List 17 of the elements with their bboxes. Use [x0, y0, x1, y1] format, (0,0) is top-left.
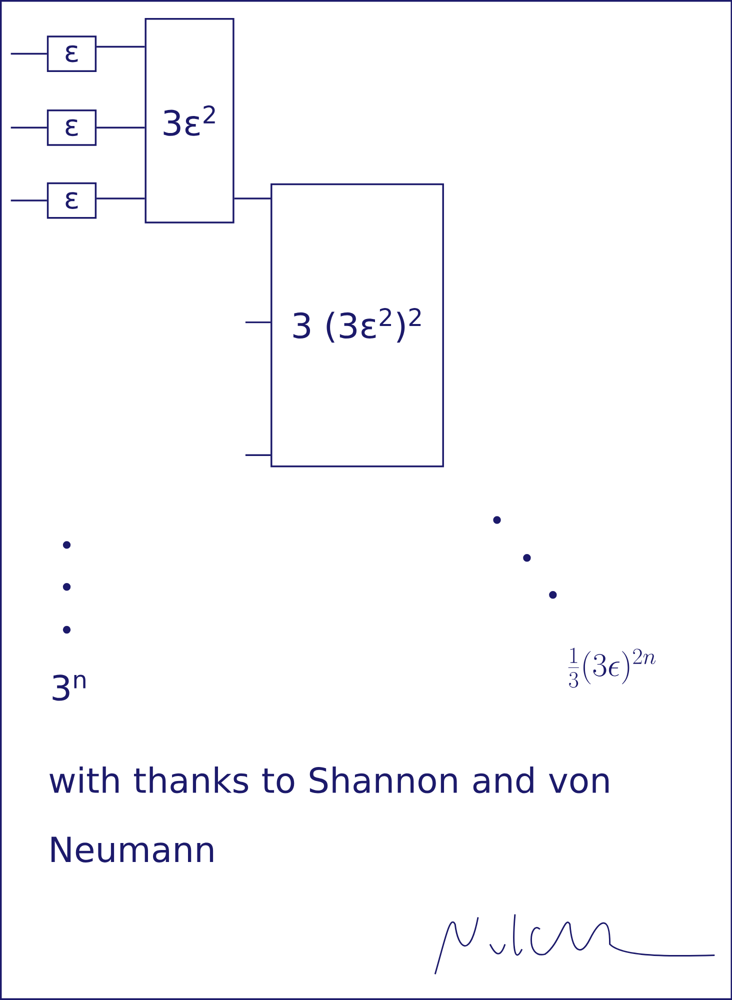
formula-label: $\frac{1}{3}(3\epsilon)^{2n}$ [568, 648, 656, 688]
connector-line [96, 46, 145, 48]
connector-line [245, 321, 270, 324]
epsilon-box: ε [46, 109, 96, 146]
connector-line [10, 200, 47, 202]
connector-line [245, 454, 270, 456]
connector-line [234, 198, 270, 200]
connector-line [96, 126, 145, 128]
connector-line [96, 198, 145, 200]
process-box: 3 (3ε$^{2}$)$^{2}$ [270, 183, 444, 468]
epsilon-box: ε [46, 182, 96, 219]
formula-label: 3$^{n}$ [52, 674, 86, 701]
process-box: 3ε$^{2}$ [144, 18, 234, 224]
connector-line [10, 52, 47, 55]
connector-line [10, 126, 47, 128]
note-text: with thanks to Shannon and von Neumann [49, 766, 608, 862]
epsilon-box: ε [46, 36, 96, 72]
